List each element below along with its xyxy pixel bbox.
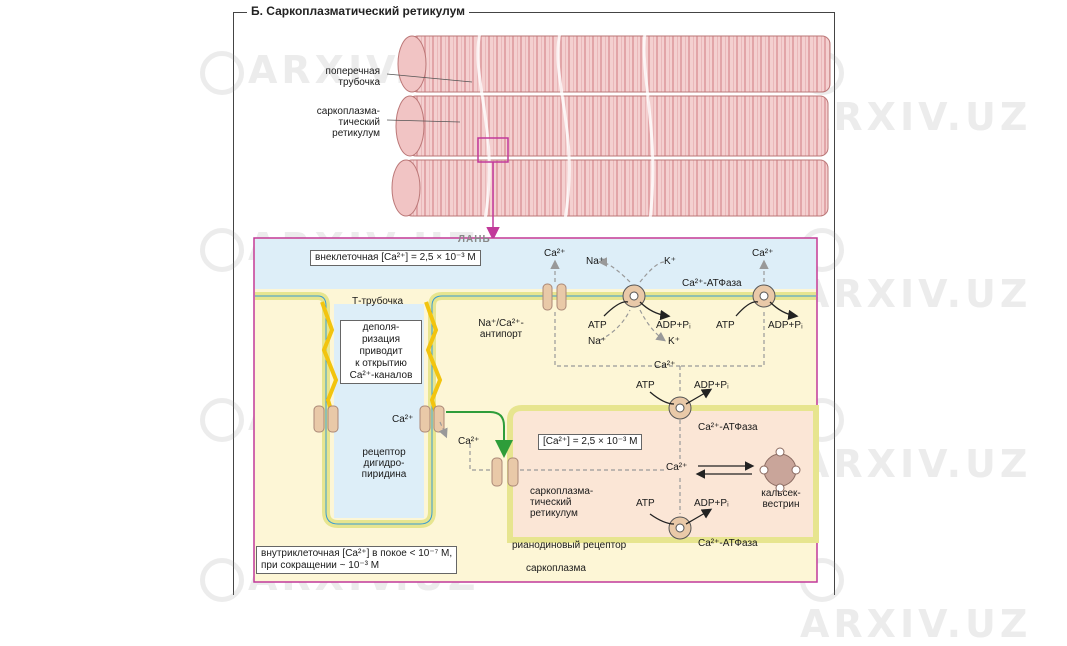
adp-label: ADP+Pᵢ xyxy=(694,498,729,509)
ca-ion-label: Ca²⁺ xyxy=(392,414,414,425)
leader-line xyxy=(386,119,461,123)
calsequestrin-label: кальсек- вестрин xyxy=(761,488,801,510)
t-tubule-line xyxy=(642,31,655,221)
k-ion-label: K⁺ xyxy=(664,256,676,267)
publisher-logo: ЛАНЬ xyxy=(458,234,491,245)
muscle-fiber xyxy=(409,35,831,93)
equilibrium-arrows xyxy=(695,461,755,479)
atp-reaction-arrows xyxy=(603,301,799,525)
t-tubule-label: Т-трубочка xyxy=(352,296,404,307)
t-tubule-line xyxy=(476,31,491,221)
sr-concentration: [Ca²⁺] = 2,5 × 10⁻³ M xyxy=(538,434,643,450)
adp-label: ADP+Pᵢ xyxy=(694,380,729,391)
muscle-fiber xyxy=(403,159,829,217)
signal-coupling-arrow xyxy=(446,411,513,458)
k-ion-label: K⁺ xyxy=(668,336,680,347)
depolarization-bolt xyxy=(320,301,339,421)
ca-ion-label: Ca²⁺ xyxy=(752,248,774,259)
ca-ion-label: Ca²⁺ xyxy=(666,462,688,473)
calsequestrin-molecule xyxy=(759,447,801,493)
ca-atpase-pump-sr-bottom xyxy=(668,516,692,540)
na-ca-antiporter xyxy=(542,283,567,311)
extracellular-concentration: внеклеточная [Ca²⁺] = 2,5 × 10⁻³ M xyxy=(310,250,481,266)
fiber-end xyxy=(395,95,425,157)
ca-ion-label: Ca²⁺ xyxy=(654,360,676,371)
sr-label: саркоплазма- тический ретикулум xyxy=(530,486,594,519)
ca-ion-label: Ca²⁺ xyxy=(544,248,566,259)
ca-ion-label: Ca²⁺ xyxy=(458,436,480,447)
atp-label: ATP xyxy=(636,380,655,391)
sr-fiber-label: саркоплазма- тический ретикулум xyxy=(316,106,380,139)
depolarization-bolt xyxy=(424,301,443,421)
ca-atpase-pump-sr-top xyxy=(668,396,692,420)
section-frame xyxy=(233,12,835,595)
plasma-ca-atpase-label: Ca²⁺-АТФаза xyxy=(682,278,742,289)
atp-label: ATP xyxy=(636,498,655,509)
dhp-receptor-channel xyxy=(313,405,339,433)
muscle-fiber xyxy=(407,95,829,157)
leader-line xyxy=(386,73,473,83)
adp-label: ADP+Pᵢ xyxy=(656,320,691,331)
dhp-receptor-label: рецептор дигидро- пиридина xyxy=(361,447,407,480)
antiporter-label: Na⁺/Ca²⁺- антипорт xyxy=(478,318,524,340)
sr-ca-atpase-label: Ca²⁺-АТФаза xyxy=(698,538,758,549)
na-ion-label: Na⁺ xyxy=(588,336,607,347)
depolarization-note: деполя- ризация приводит к открытию Ca²⁺… xyxy=(340,320,422,384)
fiber-end xyxy=(391,159,421,217)
atp-label: ATP xyxy=(588,320,607,331)
atp-label: ATP xyxy=(716,320,735,331)
t-tubule-line xyxy=(556,31,571,221)
intracellular-concentration: внутриклеточная [Ca²⁺] в покое < 10⁻⁷ M,… xyxy=(256,546,458,574)
section-title: Б. Саркоплазматический ретикулум xyxy=(247,4,470,18)
na-k-atpase-pump xyxy=(622,284,646,308)
plasma-membrane-outline xyxy=(255,295,816,525)
ryanodine-label: рианодиновый рецептор xyxy=(512,540,627,551)
ryanodine-receptor-channel xyxy=(491,457,519,487)
sr-ca-atpase-label: Ca²⁺-АТФаза xyxy=(698,422,758,433)
sarcoplasm-label: саркоплазма xyxy=(526,563,586,574)
fiber-end xyxy=(397,35,427,93)
adp-label: ADP+Pᵢ xyxy=(768,320,803,331)
ca-atpase-pump-plasma xyxy=(752,284,776,308)
ion-flow-paths xyxy=(438,257,769,514)
na-ion-label: Na⁺ xyxy=(586,256,605,267)
muscle-fiber-bundle xyxy=(386,31,831,241)
t-tubule-fiber-label: поперечная трубочка xyxy=(325,66,380,88)
